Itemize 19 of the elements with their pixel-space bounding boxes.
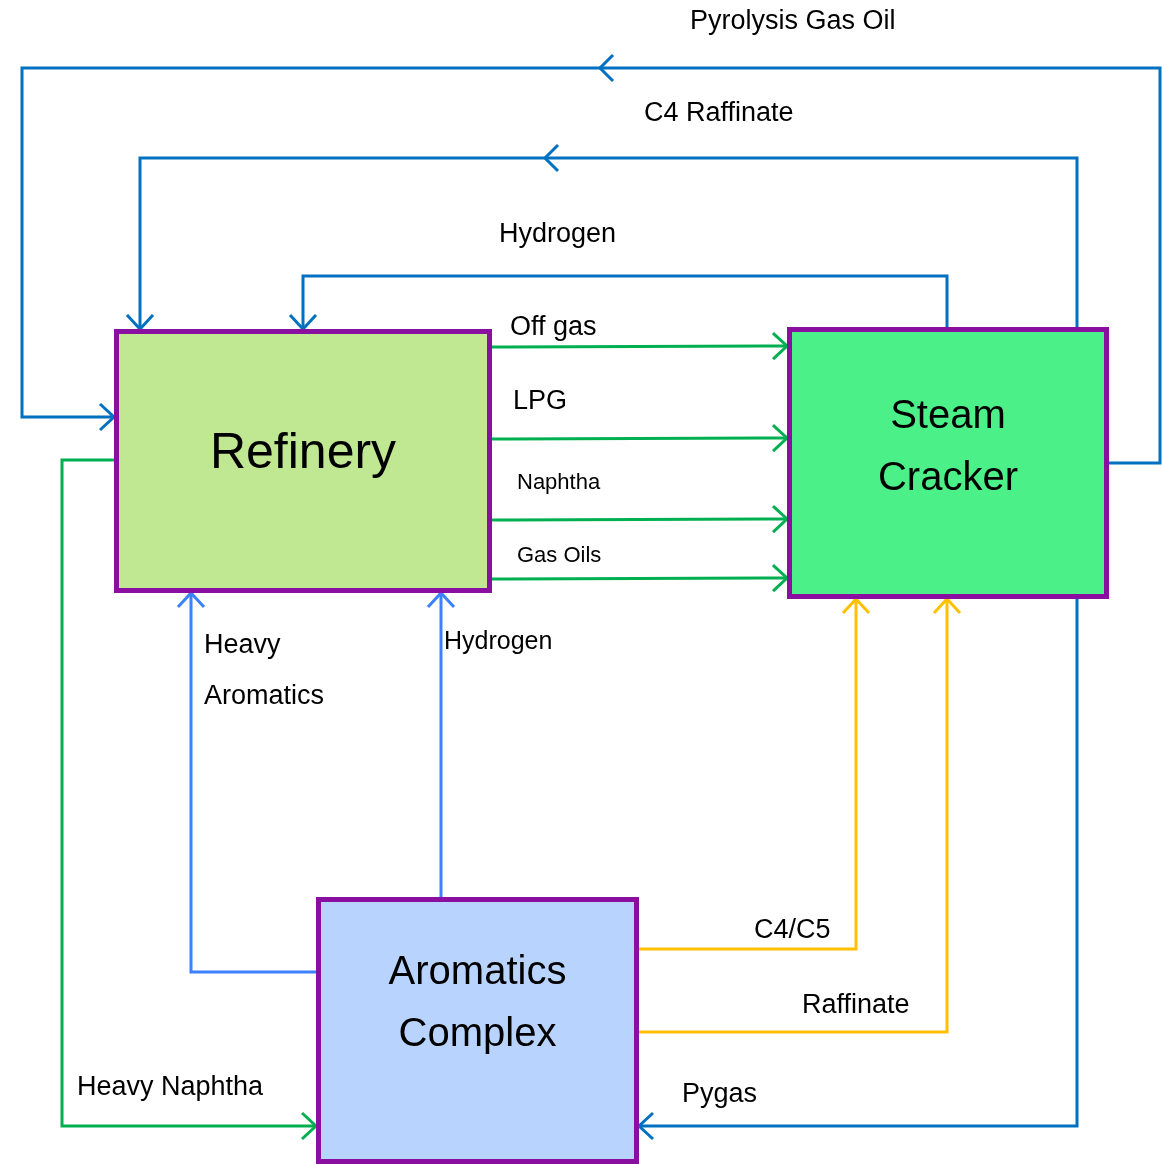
flow-arrow (637, 599, 1079, 1141)
flow-arrow (492, 563, 789, 593)
node-label: Aromatics Complex (387, 946, 568, 1056)
process-box (787, 327, 1109, 599)
flow-arrow (639, 597, 962, 1034)
flow-arrow (125, 143, 1079, 331)
process-box (316, 897, 639, 1164)
flow-arrow (426, 591, 456, 897)
process-box (114, 329, 492, 593)
flow-arrow (288, 274, 949, 331)
flow-arrow (60, 458, 318, 1141)
flow-arrow (492, 423, 789, 453)
flow-arrow (176, 591, 316, 974)
node-label: Refinery (209, 422, 397, 481)
flow-arrow (492, 504, 789, 534)
flow-arrow (492, 331, 789, 361)
flow-arrow (20, 53, 1162, 465)
node-label: Steam Cracker (877, 391, 1019, 500)
flow-arrow (639, 597, 871, 951)
